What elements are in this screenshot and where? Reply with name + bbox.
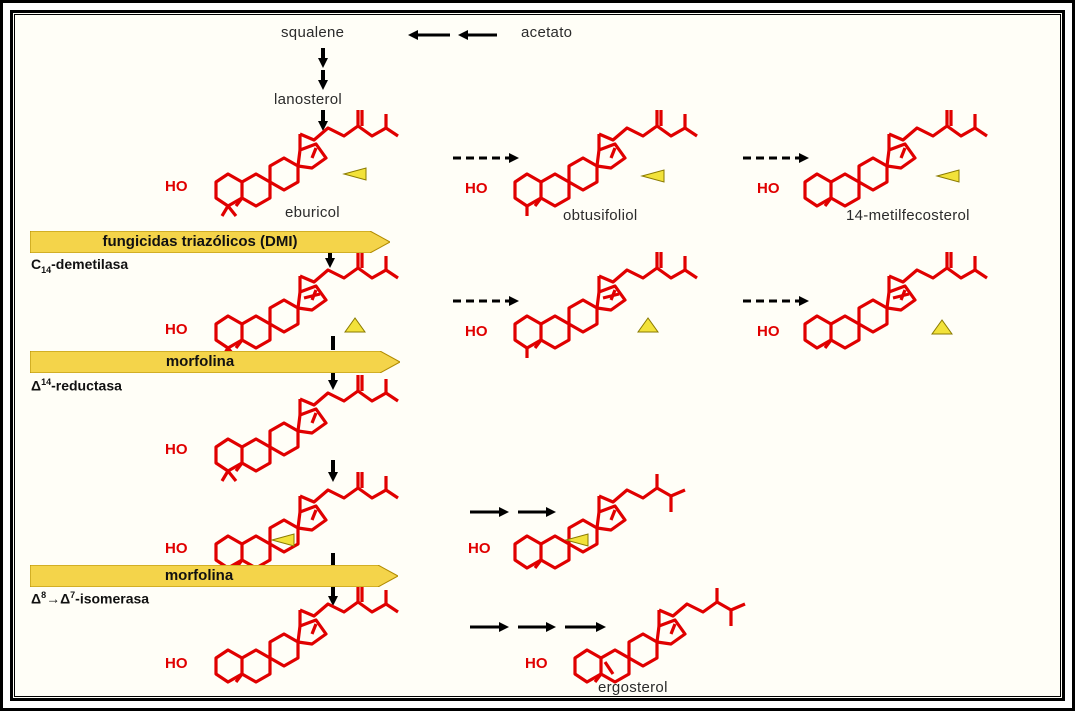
enzyme-suffix: -reductasa	[51, 377, 122, 394]
isomer-structure-1	[214, 470, 400, 570]
hydroxyl-label: HO	[165, 441, 188, 458]
hydroxyl-label: HO	[165, 540, 188, 557]
obtusifoliol-label: obtusifoliol	[563, 207, 638, 224]
obtusifoliol-structure	[513, 108, 699, 216]
isomer-structure-2	[513, 474, 686, 570]
ergosterol-structure	[573, 588, 746, 684]
eburicol-label: eburicol	[285, 204, 340, 221]
metilfecosterol-structure	[803, 108, 989, 208]
demethyl-structure-2	[513, 250, 699, 358]
inhibitor-label: fungicidas triazólicos (DMI)	[102, 233, 298, 250]
hydroxyl-label: HO	[525, 655, 548, 672]
hydroxyl-label: HO	[468, 540, 491, 557]
enzyme-delta: Δ	[60, 590, 71, 607]
ergosterol-label: ergosterol	[598, 679, 668, 696]
acetato-label: acetato	[521, 24, 573, 41]
inhibitor-banner-morfolina-2: morfolina	[30, 565, 398, 587]
banner-arrow-shape	[30, 565, 398, 587]
reductase-label: Δ14-reductasa	[31, 377, 122, 394]
enzyme-arrow-icon: →	[46, 590, 61, 607]
hydroxyl-label: HO	[165, 321, 188, 338]
hydroxyl-label: HO	[465, 323, 488, 340]
inhibitor-banner-dmi: fungicidas triazólicos (DMI)	[30, 231, 390, 253]
isomerase-label: Δ8→Δ7-isomerasa	[31, 590, 149, 607]
eburicol-structure	[214, 108, 400, 217]
reduced-structure	[214, 373, 400, 482]
squalene-label: squalene	[281, 24, 345, 41]
enzyme-suffix: -isomerasa	[75, 590, 150, 607]
enzyme-superscript: 14	[41, 377, 52, 387]
hydroxyl-label: HO	[465, 180, 488, 197]
enzyme-superscript: 7	[70, 590, 76, 600]
enzyme-prefix: Δ	[31, 377, 42, 394]
enzyme-superscript: 8	[41, 590, 47, 600]
hydroxyl-label: HO	[757, 180, 780, 197]
enzyme-prefix: C	[31, 256, 42, 272]
banner-arrow-shape	[30, 231, 390, 253]
banner-arrow-shape	[30, 351, 400, 373]
enzyme-suffix: -demetilasa	[51, 256, 129, 272]
isomerized-structure	[214, 584, 400, 684]
demethylase-label: C14-demetilasa	[31, 256, 128, 275]
hydroxyl-label: HO	[757, 323, 780, 340]
inhibitor-label: morfolina	[165, 353, 235, 370]
enzyme-subscript: 14	[41, 264, 52, 275]
demethyl-structure-1	[214, 250, 400, 359]
inner-frame-line	[14, 14, 1061, 697]
demethyl-structure-3	[803, 250, 989, 350]
hydroxyl-label: HO	[165, 178, 188, 195]
enzyme-delta: Δ	[31, 590, 42, 607]
inhibitor-label: morfolina	[164, 567, 234, 584]
inhibitor-banner-morfolina-1: morfolina	[30, 351, 400, 373]
hydroxyl-label: HO	[165, 655, 188, 672]
lanosterol-label: lanosterol	[274, 91, 343, 108]
metilfecosterol-label: 14-metilfecosterol	[846, 207, 970, 224]
